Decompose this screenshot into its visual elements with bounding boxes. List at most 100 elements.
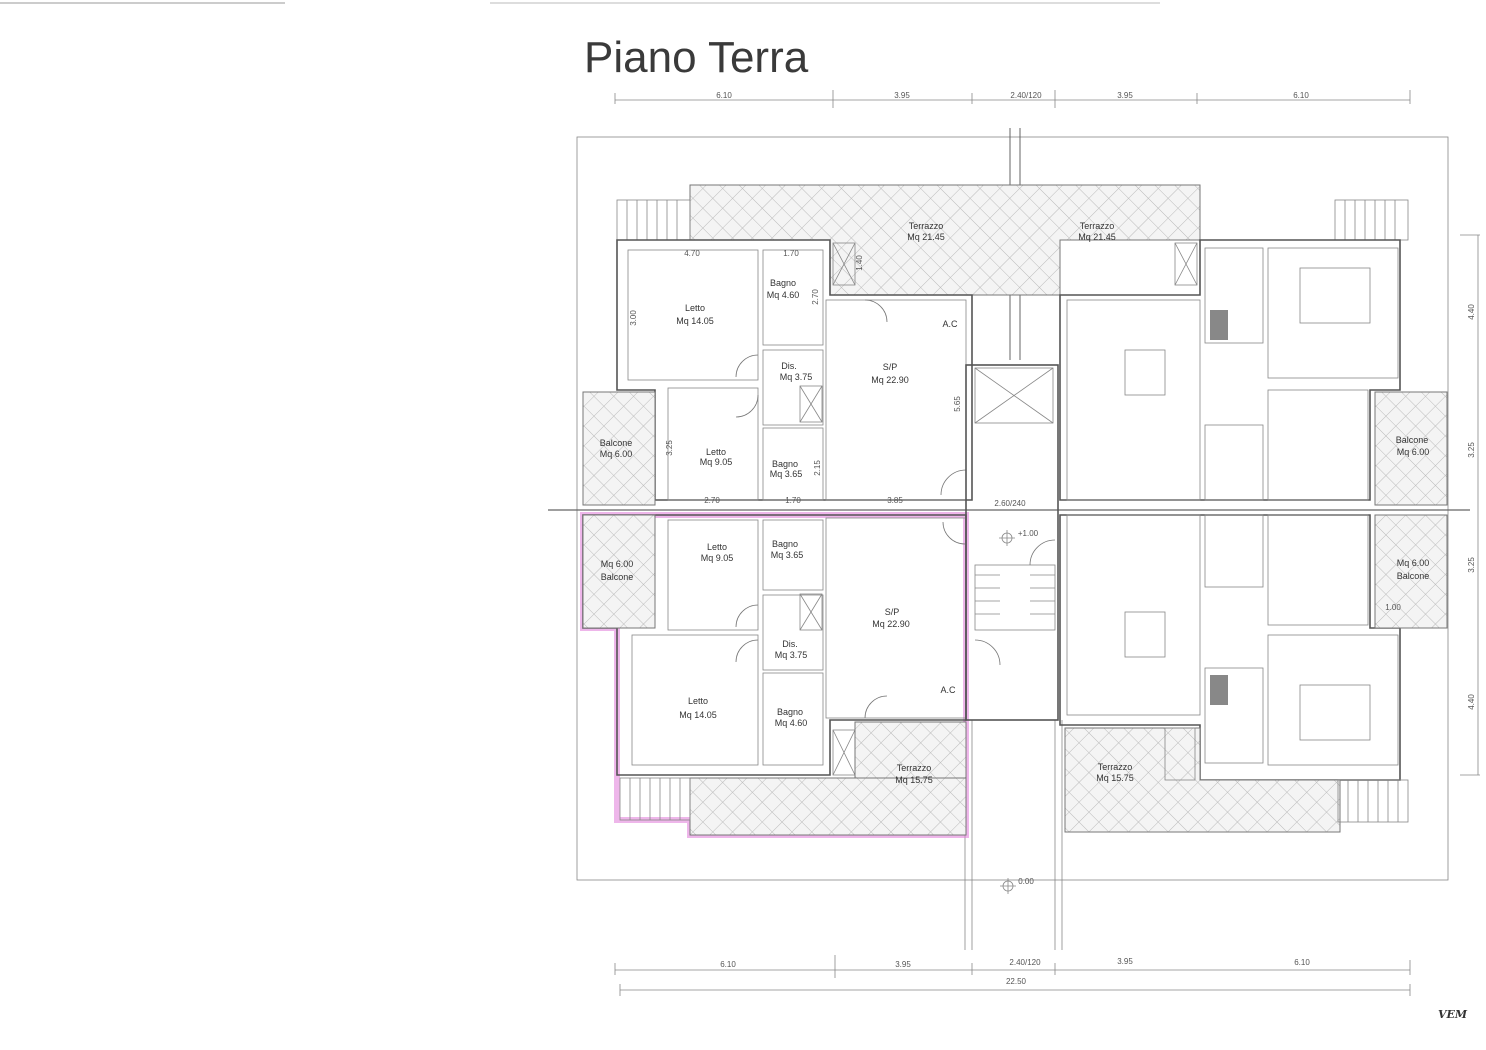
dim-label: 1.70	[783, 249, 799, 258]
room-name: Terrazzo	[1098, 762, 1133, 772]
room-area: Mq 9.05	[700, 457, 733, 467]
dimension-right: 4.40 3.25 3.25 4.40	[1460, 234, 1480, 776]
room-name: Letto	[688, 696, 708, 706]
dim-label: 1.00	[1385, 603, 1401, 612]
room-name: Terrazzo	[909, 221, 944, 231]
room-name: Dis.	[781, 361, 797, 371]
bed-icon	[1299, 684, 1371, 741]
dim-label: 2.70	[811, 289, 820, 305]
dining-table-icon	[1124, 349, 1166, 396]
room-area: Mq 14.05	[679, 710, 717, 720]
room-name: Balcone	[601, 572, 634, 582]
room-name: Bagno	[777, 707, 803, 717]
room-name: Terrazzo	[897, 763, 932, 773]
room-name: Terrazzo	[1080, 221, 1115, 231]
dim-label: 3.25	[1467, 442, 1476, 458]
room-name: Letto	[707, 542, 727, 552]
room-area: Mq 9.05	[701, 553, 734, 563]
dim-label: 1.40	[855, 255, 864, 271]
apartment-top-right	[1059, 239, 1401, 501]
room-labels: Terrazzo Mq 21.45 Terrazzo Mq 21.45 Lett…	[600, 221, 1430, 785]
ac-label: A.C	[940, 685, 956, 695]
dim-label: 4.40	[1467, 304, 1476, 320]
room-area: Mq 21.45	[1078, 232, 1116, 242]
stair-width-label: 2.60/240	[994, 499, 1026, 508]
dim-label: 6.10	[1294, 958, 1310, 967]
dim-label: 2.40/120	[1009, 958, 1041, 967]
room-area: Mq 3.65	[771, 550, 804, 560]
balcony-top-left	[582, 391, 656, 506]
dim-label: 6.10	[720, 960, 736, 969]
stairs-bottom-left	[619, 777, 691, 821]
room-name: Balcone	[1397, 571, 1430, 581]
dim-label: 2.70	[704, 496, 720, 505]
balcony-bottom-right	[1374, 514, 1448, 629]
room-name: Bagno	[772, 459, 798, 469]
room-area: Mq 6.00	[1397, 447, 1430, 457]
dim-label: +1.00	[1018, 529, 1039, 538]
room-name: Letto	[706, 447, 726, 457]
dim-label: 1.70	[785, 496, 801, 505]
room-name: S/P	[883, 362, 898, 372]
dim-label: 3.95	[1117, 91, 1133, 100]
elevation-marker-upper: +1.00	[999, 529, 1039, 546]
stairs-top-right	[1334, 199, 1409, 241]
dim-label: 3.95	[895, 960, 911, 969]
dim-label: 6.10	[716, 91, 732, 100]
room-name: Bagno	[772, 539, 798, 549]
dim-label: 4.40	[1467, 694, 1476, 710]
total-width-label: 22.50	[1006, 977, 1027, 986]
stairs-top-left	[616, 199, 691, 241]
elevation-marker-ground: 0.00	[1000, 877, 1034, 894]
dim-label: 6.10	[1293, 91, 1309, 100]
dim-label: 3.85	[887, 496, 903, 505]
room-area: Mq 4.60	[767, 290, 800, 300]
dim-label: 4.70	[684, 249, 700, 258]
room-area: Mq 3.65	[770, 469, 803, 479]
stairs-bottom-right	[1337, 779, 1409, 823]
room-area: Mq 3.75	[775, 650, 808, 660]
room-name: Balcone	[1396, 435, 1429, 445]
room-name: Bagno	[770, 278, 796, 288]
room-area: Mq 6.00	[601, 559, 634, 569]
room-name: Dis.	[782, 639, 798, 649]
room-area: Mq 22.90	[872, 619, 910, 629]
dimension-bottom: 6.10 3.95 2.40/120 3.95 6.10 22.50	[614, 955, 1411, 996]
dim-label: 3.25	[665, 440, 674, 456]
room-area: Mq 4.60	[775, 718, 808, 728]
room-name: S/P	[885, 607, 900, 617]
dim-label: 2.15	[813, 460, 822, 476]
room-area: Mq 3.75	[780, 372, 813, 382]
room-area: Mq 22.90	[871, 375, 909, 385]
shower-icon	[1210, 675, 1228, 705]
dim-label: 3.25	[1467, 557, 1476, 573]
signature: VEM	[1438, 1008, 1468, 1021]
room-name: Balcone	[600, 438, 633, 448]
apartment-top-left	[616, 239, 973, 501]
dining-table-icon	[1124, 611, 1166, 658]
room-name: Letto	[685, 303, 705, 313]
stair-core	[965, 364, 1059, 721]
room-area: Mq 15.75	[1096, 773, 1134, 783]
bed-icon	[1299, 267, 1371, 324]
room-area: Mq 6.00	[600, 449, 633, 459]
room-dimensions: 4.70 1.70 3.00 2.70 1.40 5.65 3.25 2.15 …	[629, 249, 1401, 612]
room-area: Mq 6.00	[1397, 558, 1430, 568]
dim-label: 0.00	[1018, 877, 1034, 886]
room-area: Mq 14.05	[676, 316, 714, 326]
lot-boundary	[576, 136, 1449, 881]
balcony-top-right	[1374, 391, 1448, 506]
shower-icon	[1210, 310, 1228, 340]
balcony-bottom-left	[582, 514, 656, 629]
dim-label: 3.95	[1117, 957, 1133, 966]
dim-label: 3.00	[629, 310, 638, 326]
dim-label: 2.40/120	[1010, 91, 1042, 100]
terrace-bottom-left	[689, 777, 967, 836]
dim-label: 3.95	[894, 91, 910, 100]
room-area: Mq 15.75	[895, 775, 933, 785]
ac-label: A.C	[942, 319, 958, 329]
dimension-top: 6.10 3.95 2.40/120 3.95 6.10	[614, 90, 1411, 108]
page-title: Piano Terra	[584, 33, 809, 82]
room-area: Mq 21.45	[907, 232, 945, 242]
